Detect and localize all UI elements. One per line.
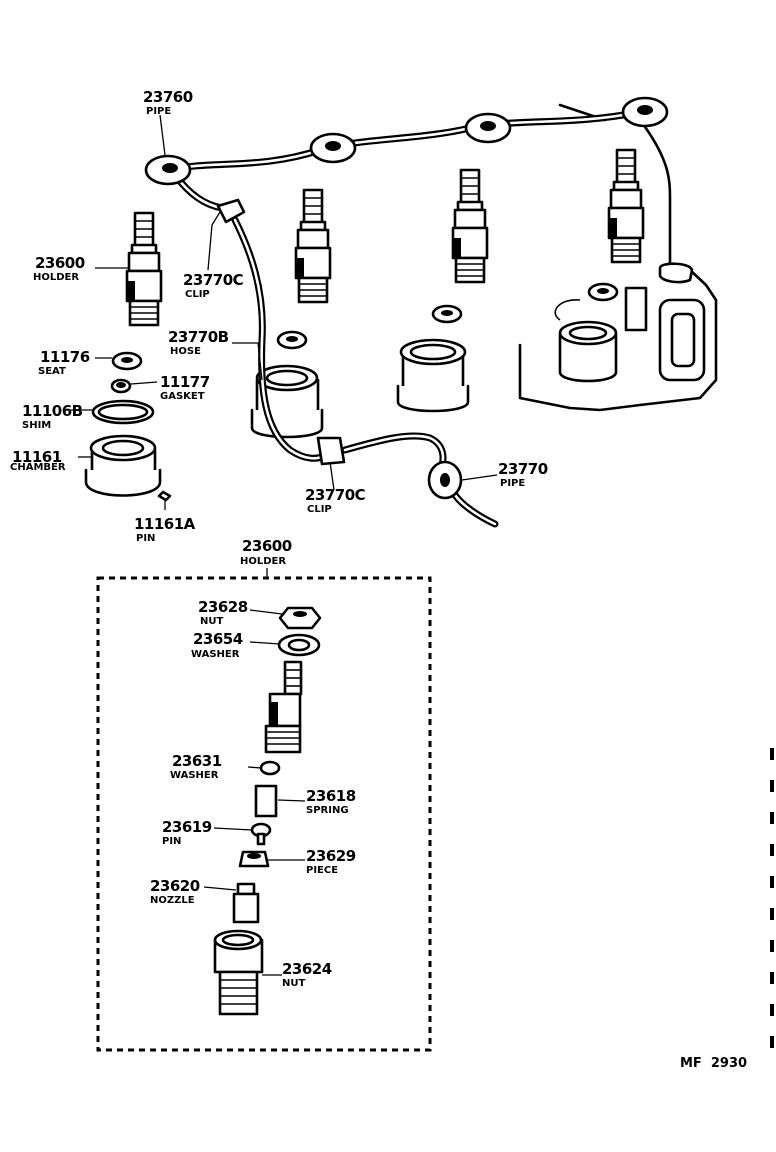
label-23620: 23620 NOZZLE xyxy=(150,877,200,906)
svg-text:23600: 23600 xyxy=(242,537,292,555)
label-11176: 11176 SEAT xyxy=(38,348,90,377)
label-23770: 23770 PIPE xyxy=(498,460,548,489)
svg-text:SHIM: SHIM xyxy=(22,420,51,431)
svg-text:CHAMBER: CHAMBER xyxy=(10,462,66,473)
svg-text:23624: 23624 xyxy=(282,960,332,978)
chamber-3 xyxy=(396,338,470,413)
svg-text:PIECE: PIECE xyxy=(306,865,338,876)
label-23619: 23619 PIN xyxy=(162,818,212,847)
label-23654: 23654 WASHER xyxy=(191,630,243,660)
svg-text:SEAT: SEAT xyxy=(38,366,66,377)
washer-23631 xyxy=(259,760,281,776)
svg-text:WASHER: WASHER xyxy=(170,770,219,781)
label-23770c-b: 23770C CLIP xyxy=(305,486,366,515)
svg-text:SPRING: SPRING xyxy=(306,805,349,816)
svg-text:23600: 23600 xyxy=(35,254,85,272)
svg-text:HOLDER: HOLDER xyxy=(33,272,79,283)
svg-text:11176: 11176 xyxy=(40,348,90,366)
svg-text:11161: 11161 xyxy=(12,448,62,466)
label-23760: 23760 PIPE xyxy=(143,88,193,117)
injector-2 xyxy=(294,188,332,304)
hose-23770b xyxy=(216,198,346,466)
svg-text:23618: 23618 xyxy=(306,787,356,805)
label-23629: 23629 PIECE xyxy=(306,847,356,876)
label-11106b: 11106B SHIM xyxy=(22,402,83,431)
svg-text:GASKET: GASKET xyxy=(160,391,205,402)
svg-text:PIN: PIN xyxy=(162,836,181,847)
clip-23770c-top xyxy=(216,198,246,224)
injector-3 xyxy=(451,168,489,284)
svg-text:NUT: NUT xyxy=(200,616,223,627)
svg-text:CLIP: CLIP xyxy=(185,289,210,300)
label-11161: 11161 CHAMBER xyxy=(10,448,66,473)
svg-text:11161A: 11161A xyxy=(134,515,196,533)
svg-text:11106B: 11106B xyxy=(22,402,83,420)
leader-lines xyxy=(65,114,498,976)
svg-text:11177: 11177 xyxy=(160,373,210,391)
svg-text:23770: 23770 xyxy=(498,460,548,478)
svg-text:23628: 23628 xyxy=(198,598,248,616)
label-23618: 23618 SPRING xyxy=(306,787,356,816)
label-23600: 23600 HOLDER xyxy=(33,254,85,283)
chamber-11161 xyxy=(84,434,172,502)
svg-text:23770C: 23770C xyxy=(305,486,366,504)
svg-text:PIN: PIN xyxy=(136,533,155,544)
svg-text:HOSE: HOSE xyxy=(170,346,201,357)
svg-text:23620: 23620 xyxy=(150,877,200,895)
label-23600-box: 23600 HOLDER xyxy=(240,537,292,567)
svg-text:WASHER: WASHER xyxy=(191,649,240,660)
svg-text:23631: 23631 xyxy=(172,752,222,770)
label-23770c-a: 23770C CLIP xyxy=(183,271,244,300)
svg-text:23770C: 23770C xyxy=(183,271,244,289)
nut-23624 xyxy=(213,929,264,1016)
svg-text:NOZZLE: NOZZLE xyxy=(150,895,195,906)
injector-1 xyxy=(125,211,163,327)
label-23631: 23631 WASHER xyxy=(170,752,222,781)
label-11177: 11177 GASKET xyxy=(160,373,210,402)
svg-text:NUT: NUT xyxy=(282,978,305,989)
pipe-23770 xyxy=(341,432,499,528)
svg-text:HOLDER: HOLDER xyxy=(240,556,286,567)
nut-23628 xyxy=(278,606,322,630)
svg-text:23619: 23619 xyxy=(162,818,212,836)
holder-body xyxy=(264,660,303,754)
chamber-4 xyxy=(558,320,618,383)
svg-text:23760: 23760 xyxy=(143,88,193,106)
svg-text:PIPE: PIPE xyxy=(146,106,171,117)
svg-text:PIPE: PIPE xyxy=(500,478,525,489)
holder-exploded-box xyxy=(96,576,432,1052)
svg-text:23654: 23654 xyxy=(193,630,243,648)
edge-marks xyxy=(770,748,774,1048)
label-23770b: 23770B HOSE xyxy=(168,328,229,357)
pin-11161a xyxy=(157,490,172,502)
label-23624: 23624 NUT xyxy=(282,960,332,989)
diagram-code: MF 2930 xyxy=(680,1056,747,1071)
svg-text:23629: 23629 xyxy=(306,847,356,865)
piece-23629 xyxy=(238,850,270,868)
svg-text:CLIP: CLIP xyxy=(307,504,332,515)
svg-text:23770B: 23770B xyxy=(168,328,229,346)
spring-23618 xyxy=(254,784,278,818)
nozzle-23620 xyxy=(232,882,260,924)
return-pipe xyxy=(144,96,669,212)
label-11161a: 11161A PIN xyxy=(134,515,196,544)
clip-23770c-bottom xyxy=(316,436,346,466)
label-23628: 23628 NUT xyxy=(198,598,248,627)
